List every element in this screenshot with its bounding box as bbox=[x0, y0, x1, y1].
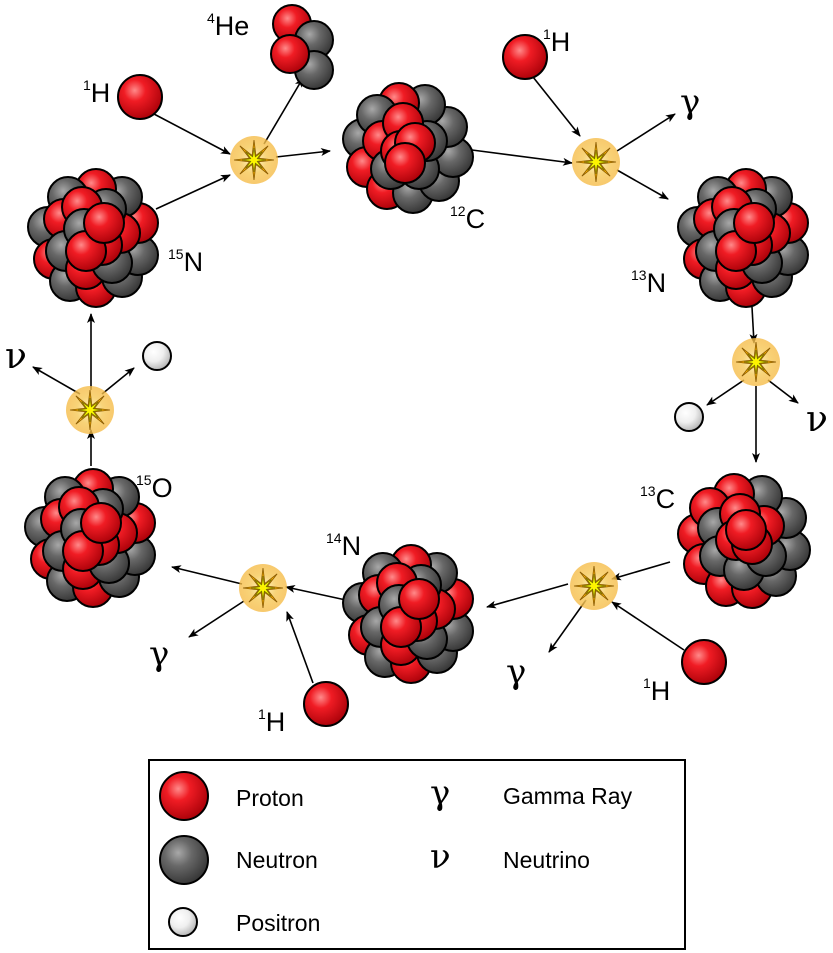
hydrogen-1-proton bbox=[303, 681, 349, 727]
proton-icon bbox=[681, 639, 727, 685]
nitrogen-15-nucleus bbox=[27, 168, 159, 308]
proton-icon bbox=[733, 202, 775, 244]
proton-icon bbox=[384, 142, 426, 184]
reaction-arrow bbox=[616, 169, 669, 200]
legend-neutron: Neutron bbox=[159, 835, 318, 885]
label-n13: 13N bbox=[631, 267, 666, 298]
neutrino-symbol: ν bbox=[806, 399, 828, 440]
reaction-arrow bbox=[548, 599, 587, 653]
reaction-arrow bbox=[616, 113, 676, 152]
reaction-arrow bbox=[263, 77, 304, 145]
proton-icon bbox=[725, 509, 767, 551]
label-h1-top-left: 1H bbox=[83, 77, 110, 108]
legend-positron-label: Positron bbox=[236, 910, 320, 936]
proton-icon bbox=[117, 74, 163, 120]
reaction-arrow bbox=[749, 306, 758, 344]
gamma-ray-symbol: γ bbox=[680, 82, 700, 122]
hydrogen-1-proton bbox=[502, 34, 548, 80]
label-h1-top-right: 1H bbox=[543, 26, 570, 57]
proton-icon bbox=[83, 202, 125, 244]
helium-4-nucleus bbox=[270, 4, 334, 90]
legend-gamma-ray: γ Gamma Ray bbox=[430, 773, 633, 813]
hydrogen-1-proton bbox=[117, 74, 163, 120]
reaction-arrow bbox=[706, 379, 745, 406]
reaction-bursts bbox=[66, 136, 780, 612]
legend: Proton Neutron Positron γ Gamma Ray ν Ne… bbox=[148, 759, 686, 950]
label-n15: 15N bbox=[168, 246, 203, 277]
carbon-13-nucleus bbox=[677, 473, 811, 609]
neutrino-symbol: ν bbox=[5, 336, 27, 377]
nitrogen-13-nucleus bbox=[677, 168, 809, 308]
reaction-arrow bbox=[153, 113, 231, 155]
carbon-12-nucleus bbox=[342, 82, 474, 214]
label-c12: 12C bbox=[450, 203, 485, 234]
label-n14: 14N bbox=[326, 530, 361, 561]
legend-box bbox=[148, 759, 686, 950]
reaction-burst-icon bbox=[570, 562, 618, 610]
reaction-arrow bbox=[611, 601, 685, 651]
reaction-arrow bbox=[486, 583, 569, 609]
reaction-burst-icon bbox=[732, 338, 780, 386]
reaction-arrow bbox=[471, 149, 573, 166]
reaction-arrow bbox=[188, 600, 245, 638]
proton-icon bbox=[303, 681, 349, 727]
neutron-swatch-icon bbox=[159, 835, 209, 885]
reaction-arrow bbox=[286, 611, 314, 684]
reaction-arrow bbox=[32, 366, 81, 395]
label-h1-bottom-left: 1H bbox=[258, 706, 285, 737]
reaction-arrow bbox=[275, 148, 331, 158]
legend-positron: Positron bbox=[168, 907, 320, 937]
nuclide-labels: 12C 13N 13C 14N 15O 15N 4He 1H 1H 1H 1H bbox=[83, 10, 675, 737]
legend-gamma-symbol: γ bbox=[430, 773, 450, 813]
legend-neutrino-symbol: ν bbox=[430, 837, 451, 877]
reaction-arrow bbox=[171, 565, 243, 585]
legend-proton-label: Proton bbox=[236, 785, 304, 811]
reaction-arrow bbox=[155, 174, 231, 210]
proton-icon bbox=[80, 502, 122, 544]
reaction-arrows bbox=[32, 76, 799, 684]
positron-icon bbox=[674, 402, 704, 432]
proton-icon bbox=[270, 34, 310, 74]
label-he4: 4He bbox=[207, 10, 249, 41]
emitted-particles: γ ν γ γ ν bbox=[5, 82, 828, 692]
reaction-burst-icon bbox=[572, 138, 620, 186]
label-h1-bottom-right: 1H bbox=[643, 675, 670, 706]
proton-icon bbox=[398, 578, 440, 620]
reaction-burst-icon bbox=[239, 564, 287, 612]
gamma-ray-symbol: γ bbox=[149, 634, 169, 674]
reaction-burst-icon bbox=[230, 136, 278, 184]
legend-gamma-label: Gamma Ray bbox=[503, 783, 633, 809]
label-o15: 15O bbox=[136, 472, 173, 503]
oxygen-15-nucleus bbox=[24, 468, 156, 608]
reaction-arrow bbox=[611, 561, 671, 581]
reaction-arrow bbox=[767, 379, 799, 404]
legend-neutrino-label: Neutrino bbox=[503, 847, 590, 873]
proton-icon bbox=[502, 34, 548, 80]
reaction-arrow bbox=[101, 367, 135, 395]
label-c13: 13C bbox=[640, 483, 675, 514]
hydrogen-1-proton bbox=[681, 639, 727, 685]
gamma-ray-symbol: γ bbox=[506, 652, 526, 692]
reaction-arrow bbox=[532, 76, 581, 137]
positron-icon bbox=[142, 341, 172, 371]
legend-neutrino: ν Neutrino bbox=[430, 837, 590, 877]
legend-proton: Proton bbox=[159, 771, 304, 821]
positron-swatch-icon bbox=[168, 907, 198, 937]
reaction-burst-icon bbox=[66, 386, 114, 434]
nuclei bbox=[24, 4, 811, 727]
proton-swatch-icon bbox=[159, 771, 209, 821]
nitrogen-14-nucleus bbox=[342, 544, 474, 684]
legend-neutron-label: Neutron bbox=[236, 847, 318, 873]
